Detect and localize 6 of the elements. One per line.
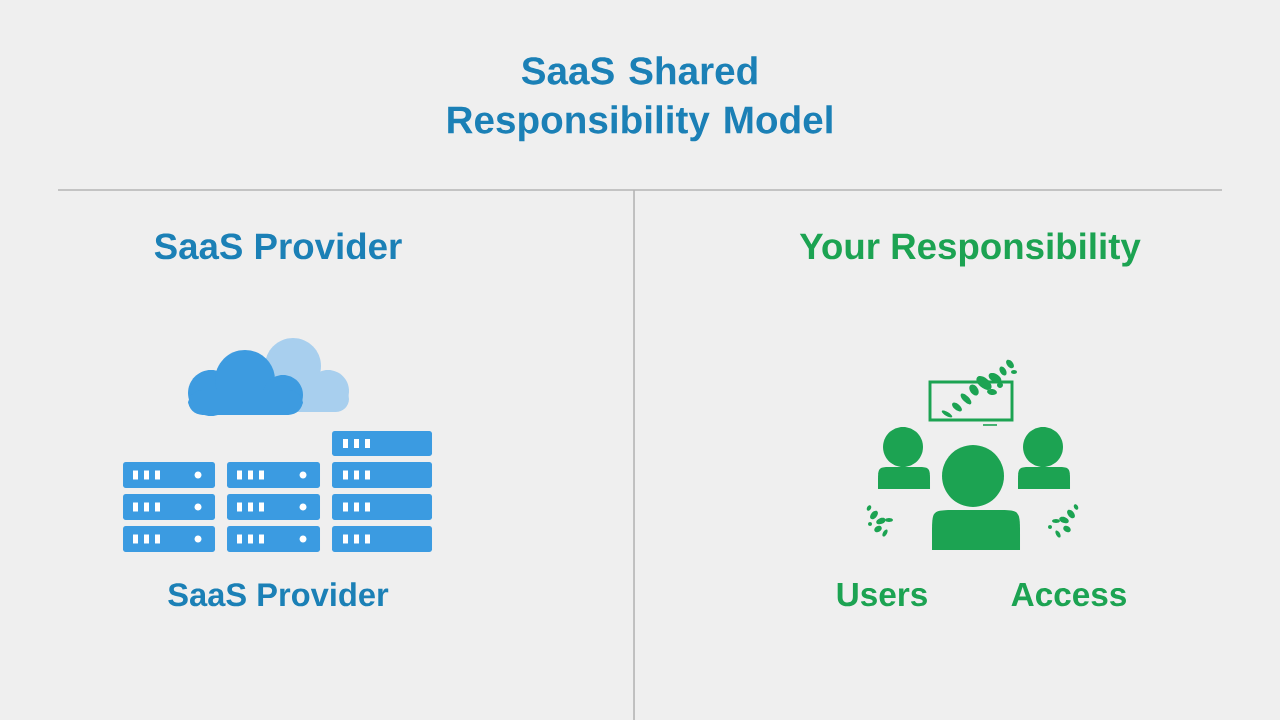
illustration-caption: Users bbox=[837, 583, 927, 607]
title: SaaS Shared Responsibility Model bbox=[448, 56, 832, 142]
column-heading: Your Responsibility bbox=[799, 232, 1141, 267]
column-heading: SaaS Provider bbox=[154, 232, 402, 260]
illustration-caption: SaaS Provider bbox=[168, 582, 389, 607]
illustration-caption: Access bbox=[1011, 583, 1126, 607]
